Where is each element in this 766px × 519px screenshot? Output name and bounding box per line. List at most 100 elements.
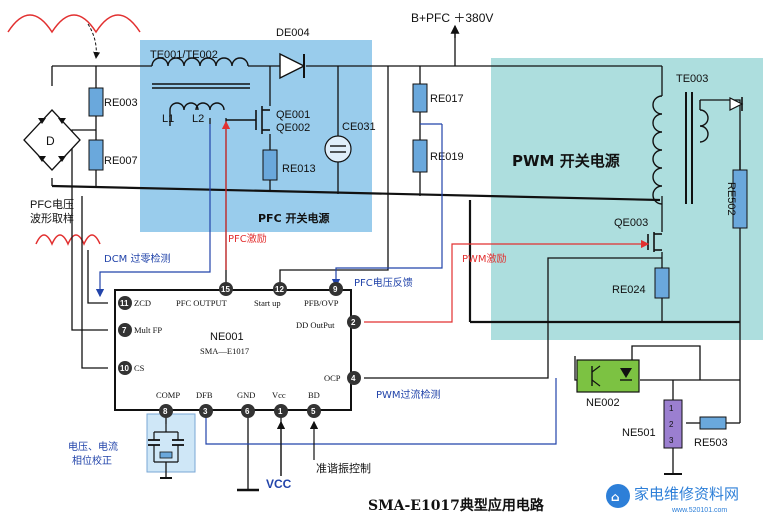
- dcm-label: DCM 过零检测: [104, 252, 171, 265]
- chip-name: NE001: [210, 331, 244, 343]
- pin-label-pfc-output: PFC OUTPUT: [176, 298, 228, 308]
- pwm-region-label: PWM 开关电源: [512, 152, 620, 170]
- vcc-label: VCC: [266, 477, 292, 491]
- svg-text:10: 10: [120, 364, 129, 373]
- pfc-feedback-label: PFC电压反馈: [354, 276, 413, 289]
- pin-2: 2: [347, 315, 361, 329]
- phase-label-2: 相位校正: [72, 454, 112, 467]
- watermark-text: 家电维修资料网: [634, 485, 739, 503]
- pfc-region-label: PFC 开关电源: [258, 211, 329, 225]
- re017-label: RE017: [430, 93, 464, 105]
- pin-15: 15: [219, 282, 233, 296]
- pin-label-cs: CS: [134, 363, 145, 373]
- pin-7: 7: [118, 323, 132, 337]
- ce031-capacitor: [324, 135, 352, 163]
- pin-1: 1: [274, 404, 288, 418]
- qe003-label: QE003: [614, 217, 648, 229]
- rectified-waveform: [7, 14, 141, 34]
- pin-label-comp: COMP: [156, 390, 180, 400]
- svg-text:4: 4: [351, 374, 356, 383]
- ne501-label: NE501: [622, 427, 656, 439]
- bridge-label: D: [46, 134, 55, 148]
- svg-text:9: 9: [333, 285, 338, 294]
- te001-label: TE001/TE002: [150, 49, 218, 61]
- pfc-feedback-line: [331, 124, 443, 288]
- pin-label-mult-fp: Mult FP: [134, 325, 162, 335]
- re007-label: RE007: [104, 155, 138, 167]
- pin-label-pfb-ovp: PFB/OVP: [304, 298, 339, 308]
- re017-resistor: [412, 83, 428, 113]
- pin-label-startup: Start up: [254, 298, 281, 308]
- svg-text:12: 12: [275, 285, 284, 294]
- watermark: ⌂ 家电维修资料网 www.520101.com: [606, 484, 739, 514]
- pin-11: 11: [118, 296, 132, 310]
- de004-label: DE004: [276, 27, 310, 39]
- svg-text:6: 6: [245, 407, 250, 416]
- pin-8: 8: [159, 404, 173, 418]
- ce031-label: CE031: [342, 121, 376, 133]
- qe001-mosfet: [226, 106, 270, 134]
- phase-label-1: 电压、电流: [68, 440, 118, 453]
- pfc-drive-label: PFC激励: [228, 232, 267, 245]
- pwm-drive-line: [364, 239, 650, 323]
- re503-label: RE503: [694, 437, 728, 449]
- pfc-region: [140, 40, 372, 232]
- ne501-regulator: 1 2 3: [663, 399, 683, 449]
- te003-label: TE003: [676, 73, 708, 85]
- re024-resistor: [654, 267, 670, 299]
- phase-correction-box: [146, 413, 196, 473]
- svg-text:11: 11: [120, 299, 129, 308]
- diagram-title: SMA-E1017典型应用电路: [368, 497, 545, 514]
- re003-label: RE003: [104, 97, 138, 109]
- svg-text:1: 1: [278, 407, 283, 416]
- ne001-chip: [114, 289, 352, 411]
- pin-label-gnd: GND: [237, 390, 255, 400]
- te003-output-diode: [729, 97, 744, 111]
- ne002-optocoupler: [576, 359, 640, 393]
- ne501-pin3: 3: [669, 436, 674, 445]
- de004-diode: [279, 52, 306, 80]
- te003-transformer: [652, 92, 709, 205]
- pfc-sample-waveform: [35, 234, 101, 246]
- pin-label-zcd: ZCD: [134, 298, 151, 308]
- re502-resistor: [732, 169, 748, 229]
- re013-resistor: [262, 149, 278, 181]
- watermark-logo-glyph: ⌂: [611, 490, 620, 504]
- pin-label-bd: BD: [308, 390, 320, 400]
- pin-12: 12: [273, 282, 287, 296]
- bridge-rectifier: D: [23, 109, 81, 171]
- wires: [51, 32, 741, 492]
- dfb-line: [205, 378, 557, 445]
- svg-text:2: 2: [351, 318, 356, 327]
- svg-text:5: 5: [311, 407, 316, 416]
- comp-resistor: [159, 451, 173, 459]
- pin-10: 10: [118, 361, 132, 375]
- pwm-ocp-label: PWM过流检测: [376, 388, 441, 401]
- svg-text:3: 3: [203, 407, 208, 416]
- pin-9: 9: [329, 282, 343, 296]
- phase-correction-network: [148, 424, 184, 463]
- chip-pins: 11 15 12 9 7 2 10 4 8 3 6 1 5: [118, 282, 361, 418]
- pin-6: 6: [241, 404, 255, 418]
- pfc-sample-label-2: 波形取样: [30, 211, 74, 225]
- l2-label: L2: [192, 113, 204, 125]
- svg-text:15: 15: [221, 285, 230, 294]
- re007-resistor: [88, 139, 104, 171]
- re019-resistor: [412, 139, 428, 173]
- re003-resistor: [88, 87, 104, 117]
- qe002-label: QE002: [276, 122, 310, 134]
- re503-resistor: [699, 416, 727, 430]
- te001-inductor: [151, 57, 250, 126]
- svg-text:7: 7: [122, 326, 127, 335]
- pwm-drive-label: PWM激励: [462, 252, 507, 265]
- pin-label-ocp: OCP: [324, 373, 341, 383]
- chip-model: SMA—E1017: [200, 346, 249, 356]
- re024-label: RE024: [612, 284, 646, 296]
- pin-label-dd-output: DD OutPut: [296, 320, 335, 330]
- pin-label-dfb: DFB: [196, 390, 213, 400]
- re502-label: RE502: [725, 182, 737, 216]
- bd-control-label: 准谐振控制: [316, 461, 371, 475]
- pin-5: 5: [307, 404, 321, 418]
- dashed-arrow: [87, 23, 101, 59]
